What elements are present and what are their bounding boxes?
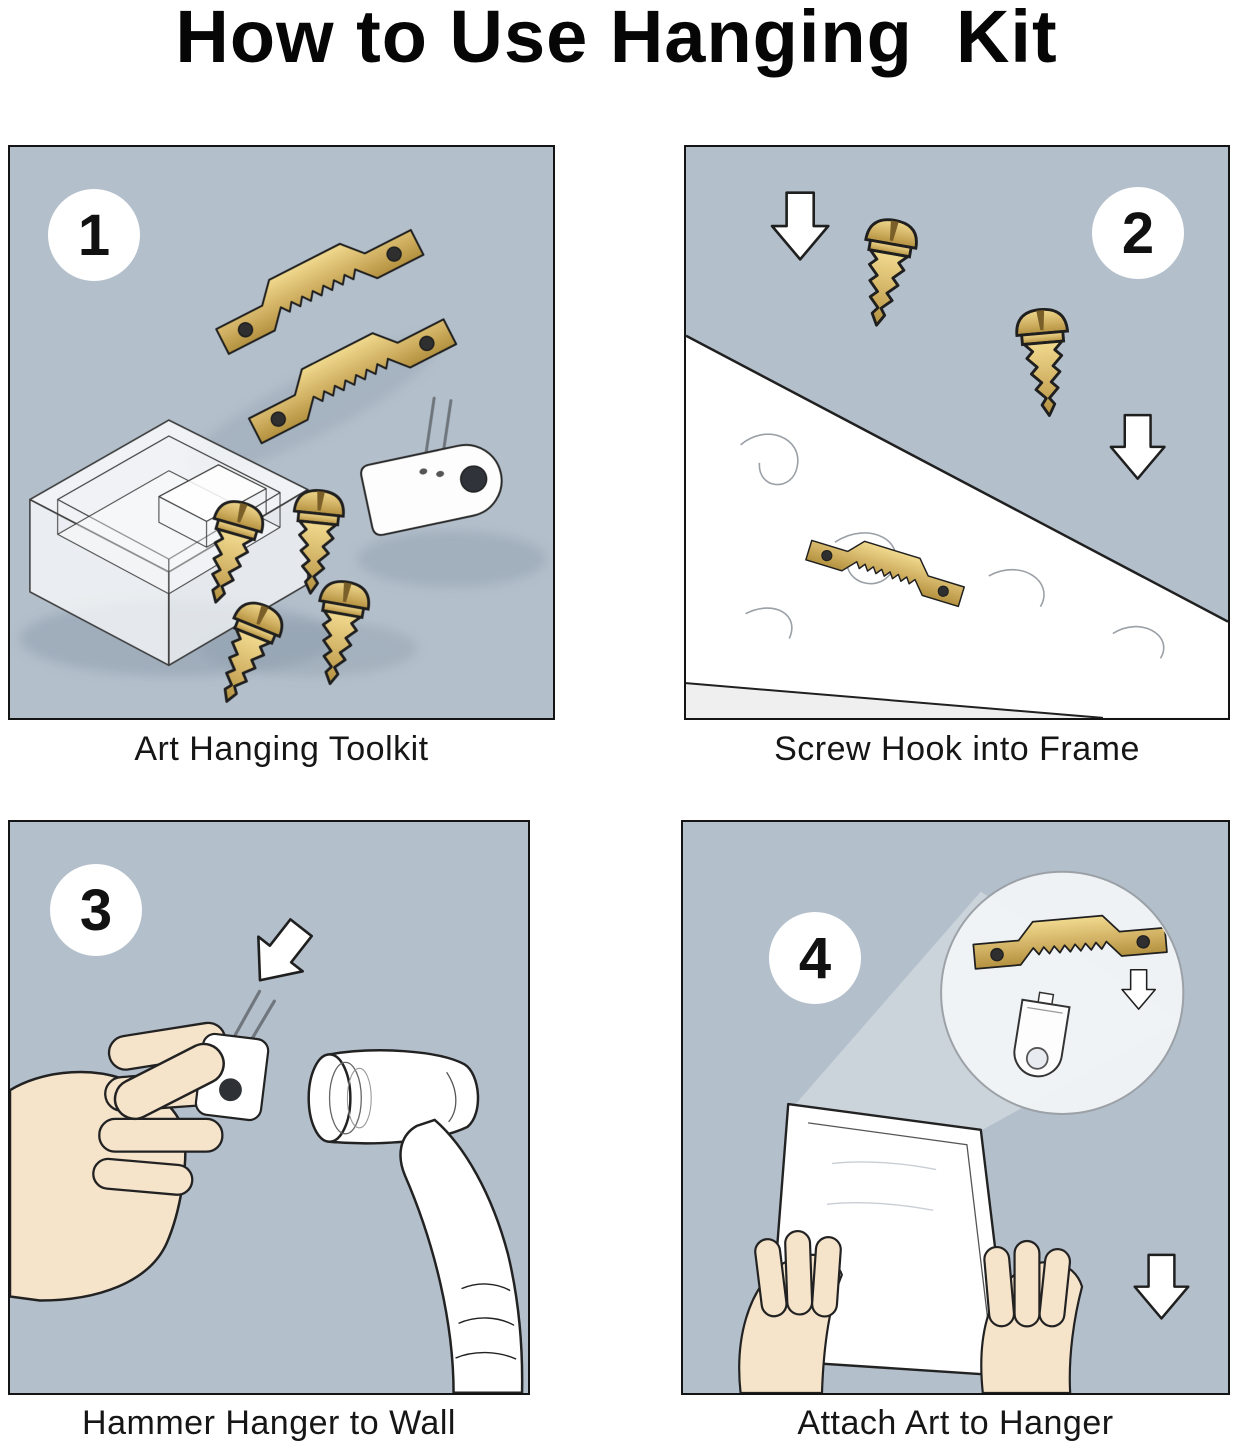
toolkit-illustration (19, 211, 547, 712)
caption-step-2: Screw Hook into Frame (774, 730, 1140, 768)
down-arrow-icon (1109, 413, 1166, 480)
panel-step-2: 2 (684, 145, 1230, 720)
caption-step-1: Art Hanging Toolkit (134, 730, 429, 768)
panel-step-1: 1 (8, 145, 555, 720)
magnifier-contents (970, 909, 1168, 1078)
panel-step-4: 4 (681, 820, 1230, 1395)
storage-box-icon (29, 419, 309, 667)
step-2-number: 2 (1121, 200, 1155, 266)
down-arrow-icon (1133, 1253, 1190, 1320)
step-4-number: 4 (798, 925, 832, 991)
attach-art-illustration (738, 870, 1190, 1393)
screw-icon (850, 214, 1077, 420)
wall-hook-icon (1013, 991, 1071, 1078)
step-1-badge: 1 (48, 189, 140, 281)
thumb-icon (113, 1042, 225, 1121)
hammer-icon (307, 1049, 524, 1393)
step-3-badge: 3 (50, 864, 142, 956)
step-3-number: 3 (79, 877, 113, 943)
page-title: How to Use Hanging Kit (175, 0, 1058, 78)
step-1-number: 1 (77, 202, 111, 268)
screw-into-frame-illustration (686, 191, 1228, 718)
panel-step-3: 3 (8, 820, 530, 1395)
caption-step-3: Hammer Hanger to Wall (82, 1404, 456, 1442)
down-left-arrow-icon (236, 909, 325, 999)
right-hand-icon (980, 1239, 1084, 1393)
down-arrow-icon (770, 191, 830, 261)
wood-grain (740, 433, 1165, 659)
frame-molding (686, 334, 1228, 718)
caption-step-4: Attach Art to Hanger (797, 1404, 1114, 1442)
left-hand-icon (738, 1230, 843, 1393)
sawtooth-hanger-icon (206, 211, 425, 355)
hammer-to-wall-illustration (10, 909, 524, 1393)
step-4-badge: 4 (769, 912, 861, 1004)
hammer-grip-lines (455, 1283, 517, 1360)
wall-hook-icon (360, 396, 503, 536)
step-2-badge: 2 (1092, 187, 1184, 279)
